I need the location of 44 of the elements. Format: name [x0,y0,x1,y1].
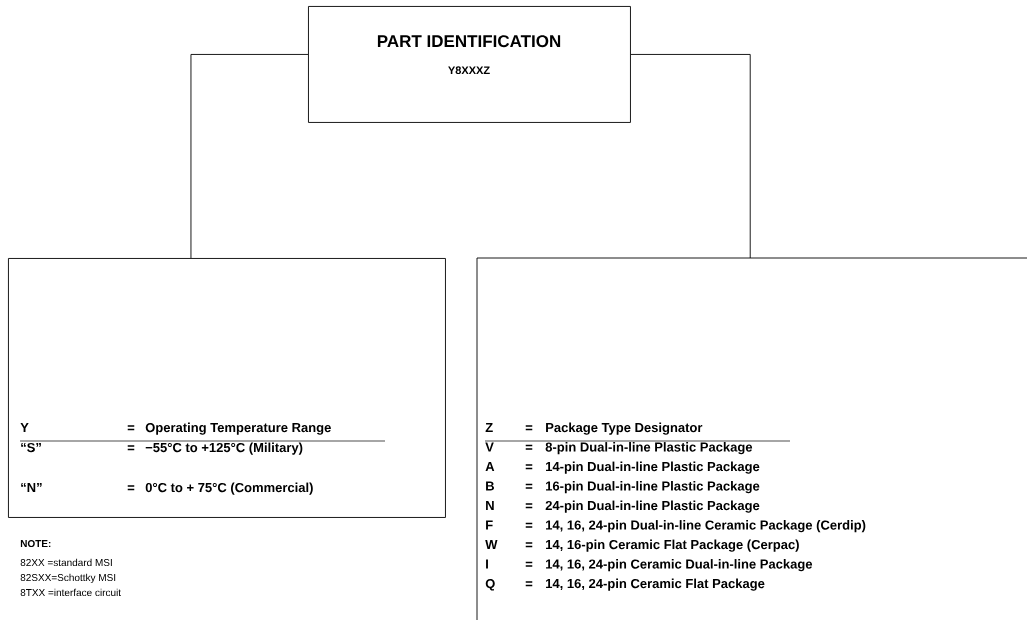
equals-sign: = [525,425,533,431]
note-heading: NOTE: [20,540,51,548]
equals-sign: = [127,485,135,491]
code-letter: V [485,442,494,452]
code-letter: Z [485,423,493,432]
note-text: 8TXX =interface circuit [20,588,121,597]
description-text: 14-pin Dual-in-line Plastic Package [546,461,760,474]
equals-sign: = [525,561,533,567]
equals-sign: = [525,503,533,509]
code-letter: I [486,559,488,569]
note-text: 82XX =standard MSI [20,558,112,567]
panel-title: PART IDENTIFICATION [377,35,561,48]
equals-sign: = [525,444,533,450]
connector-line [190,54,309,259]
description-text: 14, 16, 24-pin Ceramic Flat Package [546,578,765,591]
description-text: 16-pin Dual-in-line Plastic Package [546,481,760,494]
description-text: 14, 16, 24-pin Dual-in-line Ceramic Package (Cerdip) [546,520,866,533]
code-letter: W [485,540,498,549]
part-code: Y8XXXZ [448,66,490,75]
code-letter: “N” [21,483,42,492]
code-letter: F [486,520,493,530]
equals-sign: = [525,542,533,548]
code-letter: Y [20,423,29,432]
code-letter: B [486,481,494,491]
description-text: 14, 16-pin Ceramic Flat Package (Cerpac) [546,539,799,552]
equals-sign: = [525,522,533,528]
code-letter: N [486,501,494,510]
code-letter: A [485,462,495,471]
description-text: 14, 16, 24-pin Ceramic Dual-in-line Package [546,559,813,572]
description-text: Package Type Designator [546,422,703,435]
note-text: 82SXX=Schottky MSI [20,573,116,584]
description-text: Operating Temperature Range [145,422,331,435]
equals-sign: = [525,464,533,470]
description-text: 24-pin Dual-in-line Plastic Package [545,500,760,513]
equals-sign: = [525,581,533,587]
equals-sign: = [127,445,135,451]
code-letter: Q [485,578,495,591]
equals-sign: = [525,483,533,489]
description-text: −55°C to +125°C (Military) [145,442,303,455]
description-text: 0°C to + 75°C (Commercial) [145,482,313,495]
code-letter: “S” [21,442,41,453]
description-text: 8-pin Dual-in-line Plastic Package [545,442,753,455]
equals-sign: = [127,425,135,431]
connector-line [630,54,751,259]
